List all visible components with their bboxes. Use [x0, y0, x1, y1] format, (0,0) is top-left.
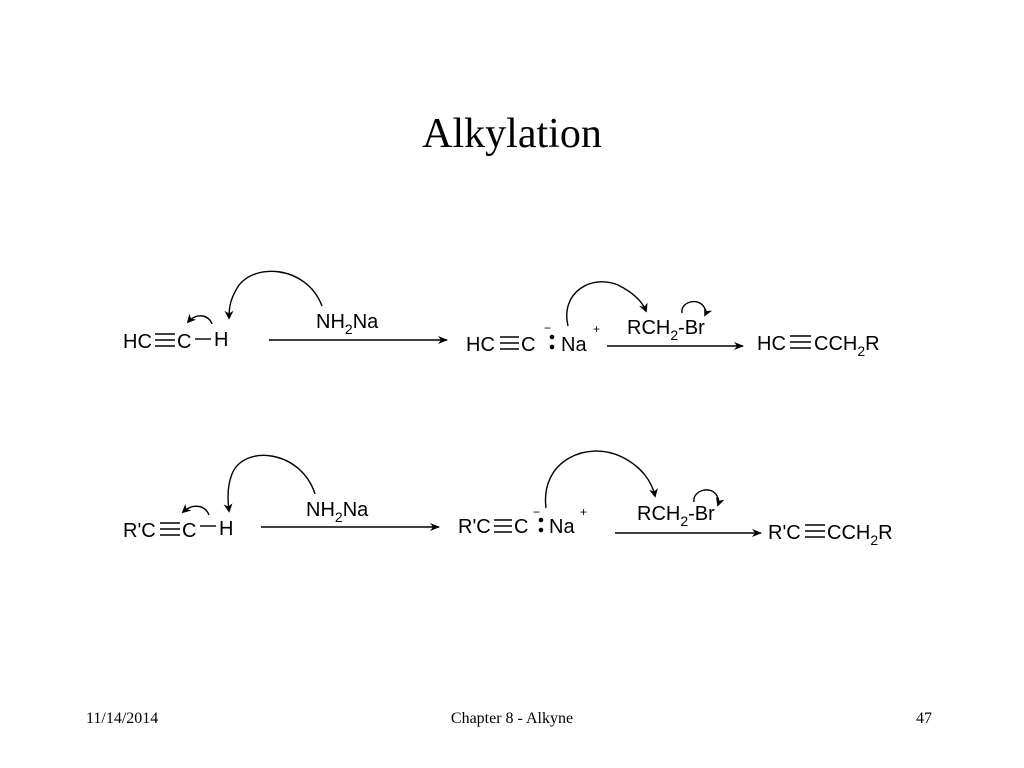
r2-reactant-right: C: [182, 520, 196, 542]
r1-alkyl-halide: RCH2-Br: [627, 317, 705, 343]
r2-anion-left: R'C: [458, 516, 491, 538]
r1-leaving-group-arrow: [681, 300, 713, 317]
r2-anion-right: C: [514, 516, 528, 538]
r2-reactant-h: H: [219, 518, 233, 540]
r2-bond-electron-arrow: [181, 503, 210, 516]
r2-nucleophile-arrow: [544, 450, 658, 509]
r1-product-right: CCH2R: [814, 333, 880, 359]
r1-anion-triple-bond: [500, 336, 519, 350]
r2-anion-triple-bond: [494, 519, 512, 533]
r2-reactant-left: R'C: [123, 520, 156, 542]
r1-product-left: HC: [757, 333, 786, 355]
r2-cation-charge: +: [580, 505, 587, 519]
r1-anion-left: HC: [466, 334, 495, 356]
r2-lone-pair: [538, 517, 544, 533]
r1-nucleophile-arrow: [566, 281, 648, 327]
footer-page-number: 47: [916, 710, 932, 727]
r2-cation: Na: [549, 516, 575, 538]
r1-reactant-right: C: [177, 331, 191, 353]
r2-anion-charge: −: [533, 505, 540, 519]
r2-product-triple-bond: [805, 524, 825, 538]
r1-reactant-left: HC: [123, 331, 152, 353]
reaction-1: HC C H NH2Na HC: [123, 270, 880, 359]
r2-product-left: R'C: [768, 522, 801, 544]
slide-title: Alkylation: [422, 111, 602, 157]
r2-product-right: CCH2R: [827, 522, 893, 548]
r1-cation-charge: +: [593, 322, 600, 336]
r1-anion-charge: −: [544, 321, 551, 335]
r2-alkyl-halide: RCH2-Br: [637, 503, 715, 529]
r1-reactant-triple-bond: [155, 333, 175, 347]
r2-reactant-triple-bond: [160, 522, 180, 536]
footer-date: 11/14/2014: [86, 710, 159, 727]
footer-chapter: Chapter 8 - Alkyne: [450, 710, 574, 727]
r1-base-attack-arrow: [224, 270, 323, 320]
r1-base: NH2Na: [316, 311, 379, 337]
reaction-2: R'C C H NH2Na R'C C −: [123, 450, 893, 548]
r2-base: NH2Na: [306, 499, 369, 525]
r2-leaving-group-arrow: [693, 489, 725, 507]
r1-bond-electron-arrow: [186, 313, 213, 325]
r1-lone-pair: [549, 334, 555, 350]
r1-reactant-h: H: [214, 329, 228, 351]
r1-anion-right: C: [521, 334, 535, 356]
r1-product-triple-bond: [790, 335, 811, 349]
r2-base-attack-arrow: [223, 454, 316, 513]
r1-cation: Na: [561, 334, 587, 356]
